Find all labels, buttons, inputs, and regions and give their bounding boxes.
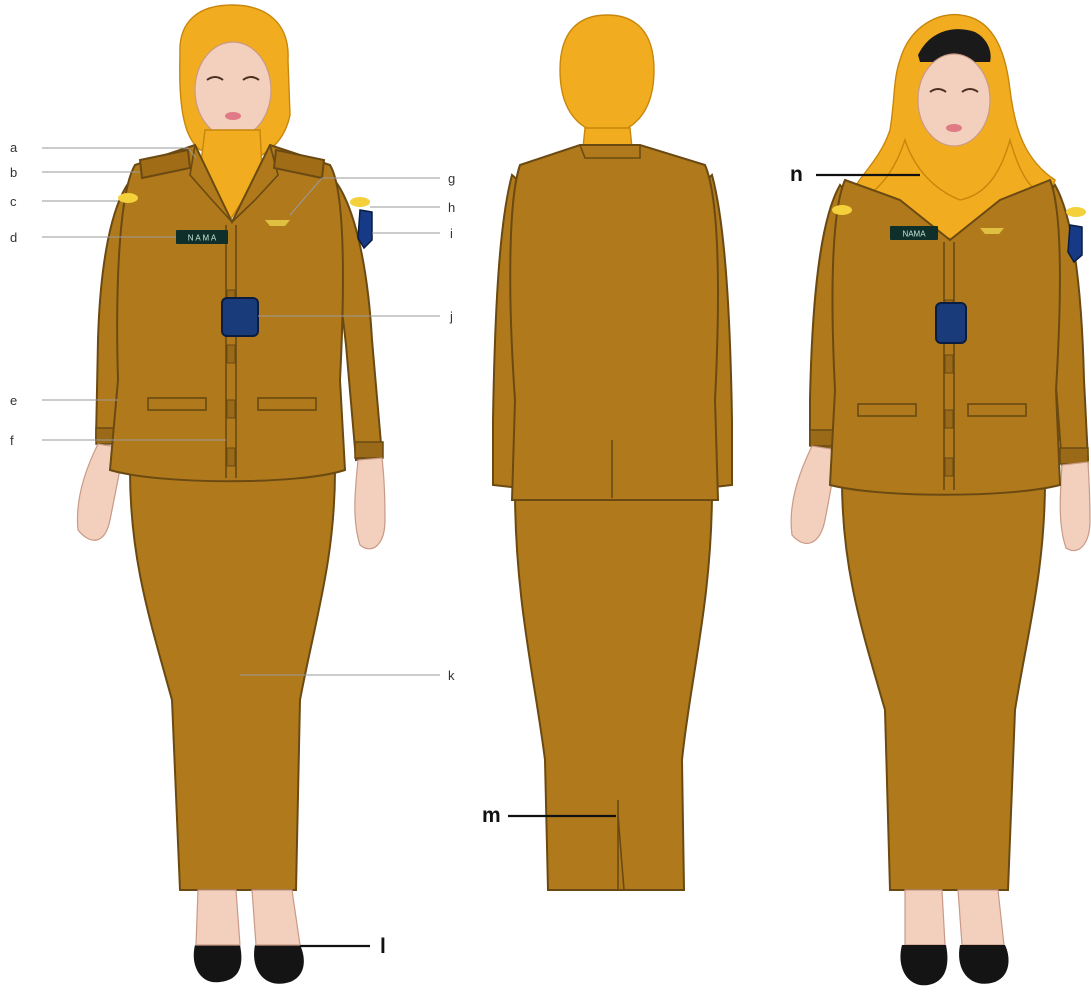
label-c: c bbox=[10, 194, 17, 209]
label-e: e bbox=[10, 393, 17, 408]
back-view-figure bbox=[493, 15, 732, 890]
label-g: g bbox=[448, 171, 455, 186]
front-name-plate-text: N A M A bbox=[188, 234, 217, 243]
hijab-id-card bbox=[936, 303, 966, 343]
hijab-variant-figure: NAMA bbox=[791, 15, 1090, 986]
label-n: n bbox=[790, 163, 803, 186]
label-b: b bbox=[10, 165, 17, 180]
label-j: j bbox=[449, 309, 453, 324]
label-m: m bbox=[482, 804, 501, 827]
label-a: a bbox=[10, 140, 18, 155]
label-f: f bbox=[10, 433, 14, 448]
hijab-name-plate-text: NAMA bbox=[902, 230, 926, 239]
front-view-figure: N A M A bbox=[77, 5, 385, 984]
label-i: i bbox=[450, 226, 453, 241]
label-h: h bbox=[448, 200, 455, 215]
label-l: l bbox=[380, 935, 386, 958]
front-id-card bbox=[222, 298, 258, 336]
label-k: k bbox=[448, 668, 455, 683]
label-d: d bbox=[10, 230, 17, 245]
